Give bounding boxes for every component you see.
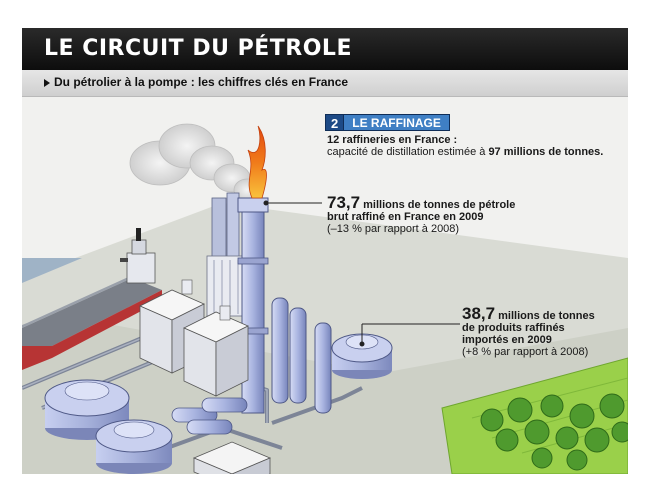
stat2-line1: 38,7 millions de tonnes: [462, 305, 595, 325]
flame-icon: [247, 125, 267, 199]
badge-number: 2: [325, 114, 345, 131]
smoke-cloud: [129, 123, 261, 202]
page-title: LE CIRCUIT DU PÉTROLE: [44, 36, 352, 61]
capacity-value: 97 millions de tonnes.: [488, 146, 604, 158]
chimney: [206, 192, 248, 317]
storage-tanks: [44, 379, 173, 474]
subtitle: Du pétrolier à la pompe : les chiffres c…: [54, 75, 349, 89]
stat1-line2: brut raffiné en France en 2009: [327, 211, 484, 223]
badge-label: LE RAFFINAGE: [344, 114, 450, 131]
stat1-line1: 73,7 millions de tonnes de pétrole: [327, 194, 515, 214]
process-units: [139, 279, 249, 397]
trees: [480, 393, 628, 471]
tanker-ship-icon: [22, 228, 162, 370]
stat2-value: 38,7: [462, 304, 496, 323]
refinery-illustration: [22, 123, 628, 474]
stat2-text1: millions de tonnes: [495, 310, 595, 322]
stat2-change: (+8 % par rapport à 2008): [462, 346, 589, 358]
dome-tank: [331, 333, 393, 379]
subtitle-bar: Du pétrolier à la pompe : les chiffres c…: [22, 70, 628, 97]
triangle-bullet-icon: [44, 79, 50, 87]
title-bar: LE CIRCUIT DU PÉTROLE: [22, 28, 628, 70]
callout-lines: [263, 200, 460, 347]
section-badge: 2 LE RAFFINAGE: [325, 114, 450, 131]
capacity-prefix: capacité de distillation estimée à: [327, 146, 489, 158]
stat1-value: 73,7: [327, 193, 361, 212]
water: [22, 258, 82, 283]
refineries-count: 12 raffineries en France :: [327, 134, 458, 146]
infographic-frame: LE CIRCUIT DU PÉTROLE Du pétrolier à la …: [22, 28, 628, 474]
flare-stack: [237, 125, 269, 414]
stat2-line3: importés en 2009: [462, 334, 552, 346]
capacity-text: capacité de distillation estimée à 97 mi…: [327, 146, 603, 158]
stat1-text1: millions de tonnes de pétrole: [360, 199, 516, 211]
distillation-columns: [271, 297, 332, 414]
stat2-line2: de produits raffinés: [462, 322, 565, 334]
horizontal-tanks: [171, 397, 248, 435]
small-building: [192, 441, 272, 474]
stat1-change: (–13 % par rapport à 2008): [327, 223, 460, 235]
